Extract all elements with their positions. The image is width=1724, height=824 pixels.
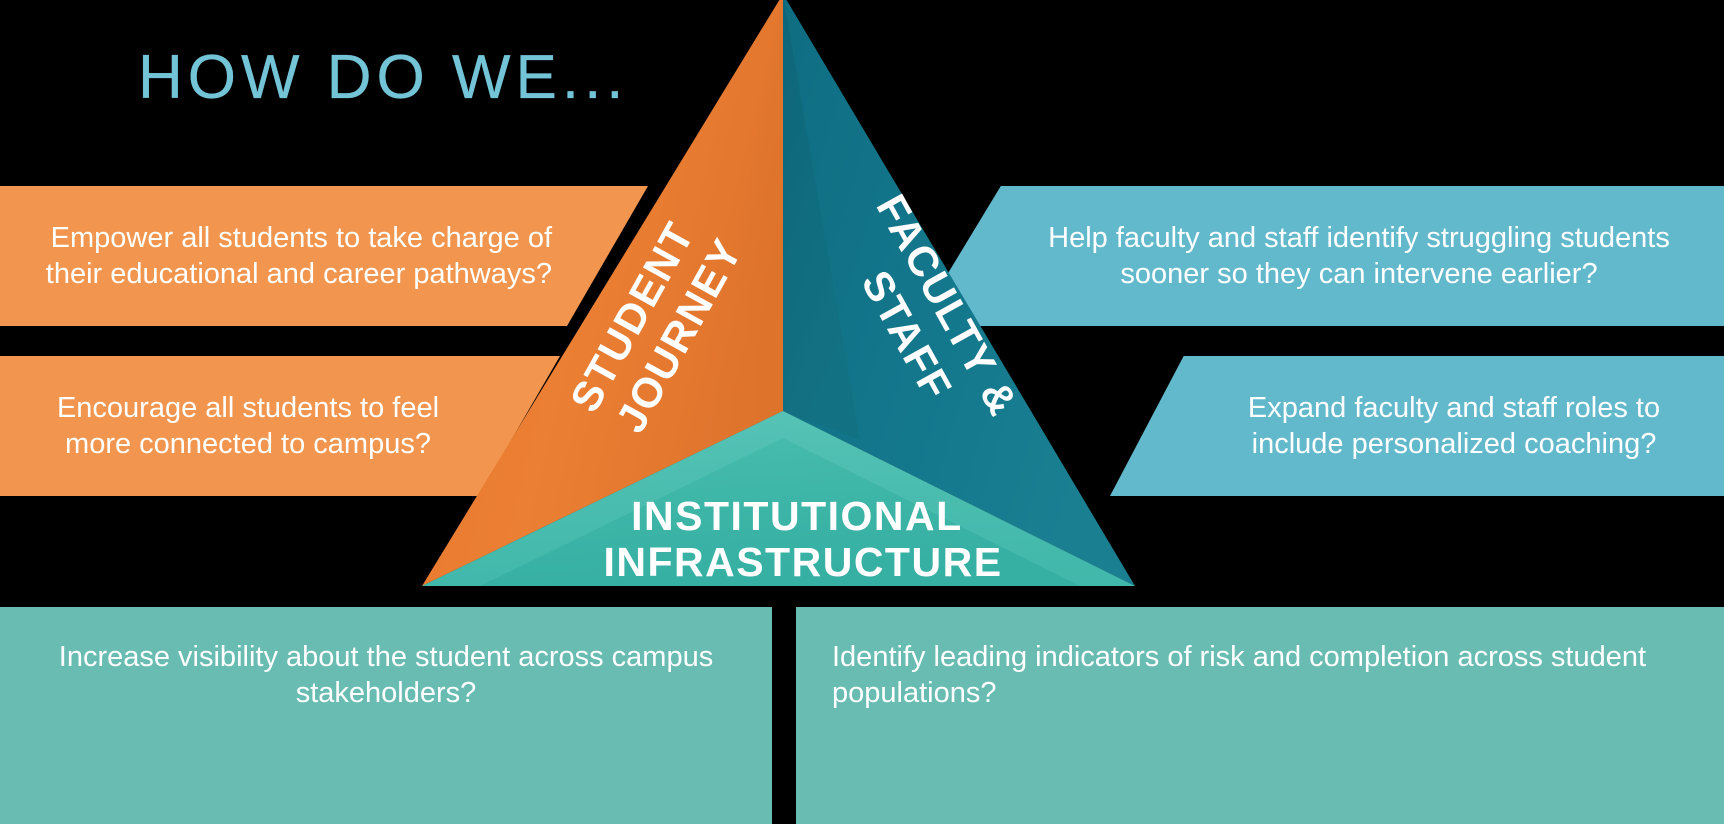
institutional-face-highlight (422, 411, 1135, 586)
callout-text: Encourage all students to feel more conn… (56, 391, 440, 460)
callout-text: Empower all students to take charge of t… (45, 221, 552, 290)
page-title: HOW DO WE... (138, 43, 629, 112)
institutional-face-shape (422, 411, 1135, 586)
callout-text: Identify leading indicators of risk and … (832, 641, 1647, 710)
student-journey-face-shade (700, 0, 783, 451)
faculty-staff-face-shade (783, 0, 860, 440)
institutional-label: INSTITUTIONAL INFRASTRUCTURE (603, 493, 1002, 585)
callout-student-journey-2: Encourage all students to feel more conn… (0, 356, 560, 496)
pyramid-face-institutional-infrastructure: INSTITUTIONAL INFRASTRUCTURE (422, 411, 1135, 586)
callout-text: Help faculty and staff identify struggli… (1048, 221, 1670, 290)
callout-faculty-staff-2: Expand faculty and staff roles to includ… (1110, 356, 1724, 496)
callout-text: Increase visibility about the student ac… (58, 641, 714, 710)
callout-student-journey-1: Empower all students to take charge of t… (0, 186, 648, 326)
callout-institutional-2: Identify leading indicators of risk and … (796, 607, 1724, 824)
callout-institutional-1: Increase visibility about the student ac… (0, 607, 772, 824)
callout-text: Expand faculty and staff roles to includ… (1247, 391, 1661, 460)
callout-faculty-staff-1: Help faculty and staff identify struggli… (916, 186, 1724, 326)
